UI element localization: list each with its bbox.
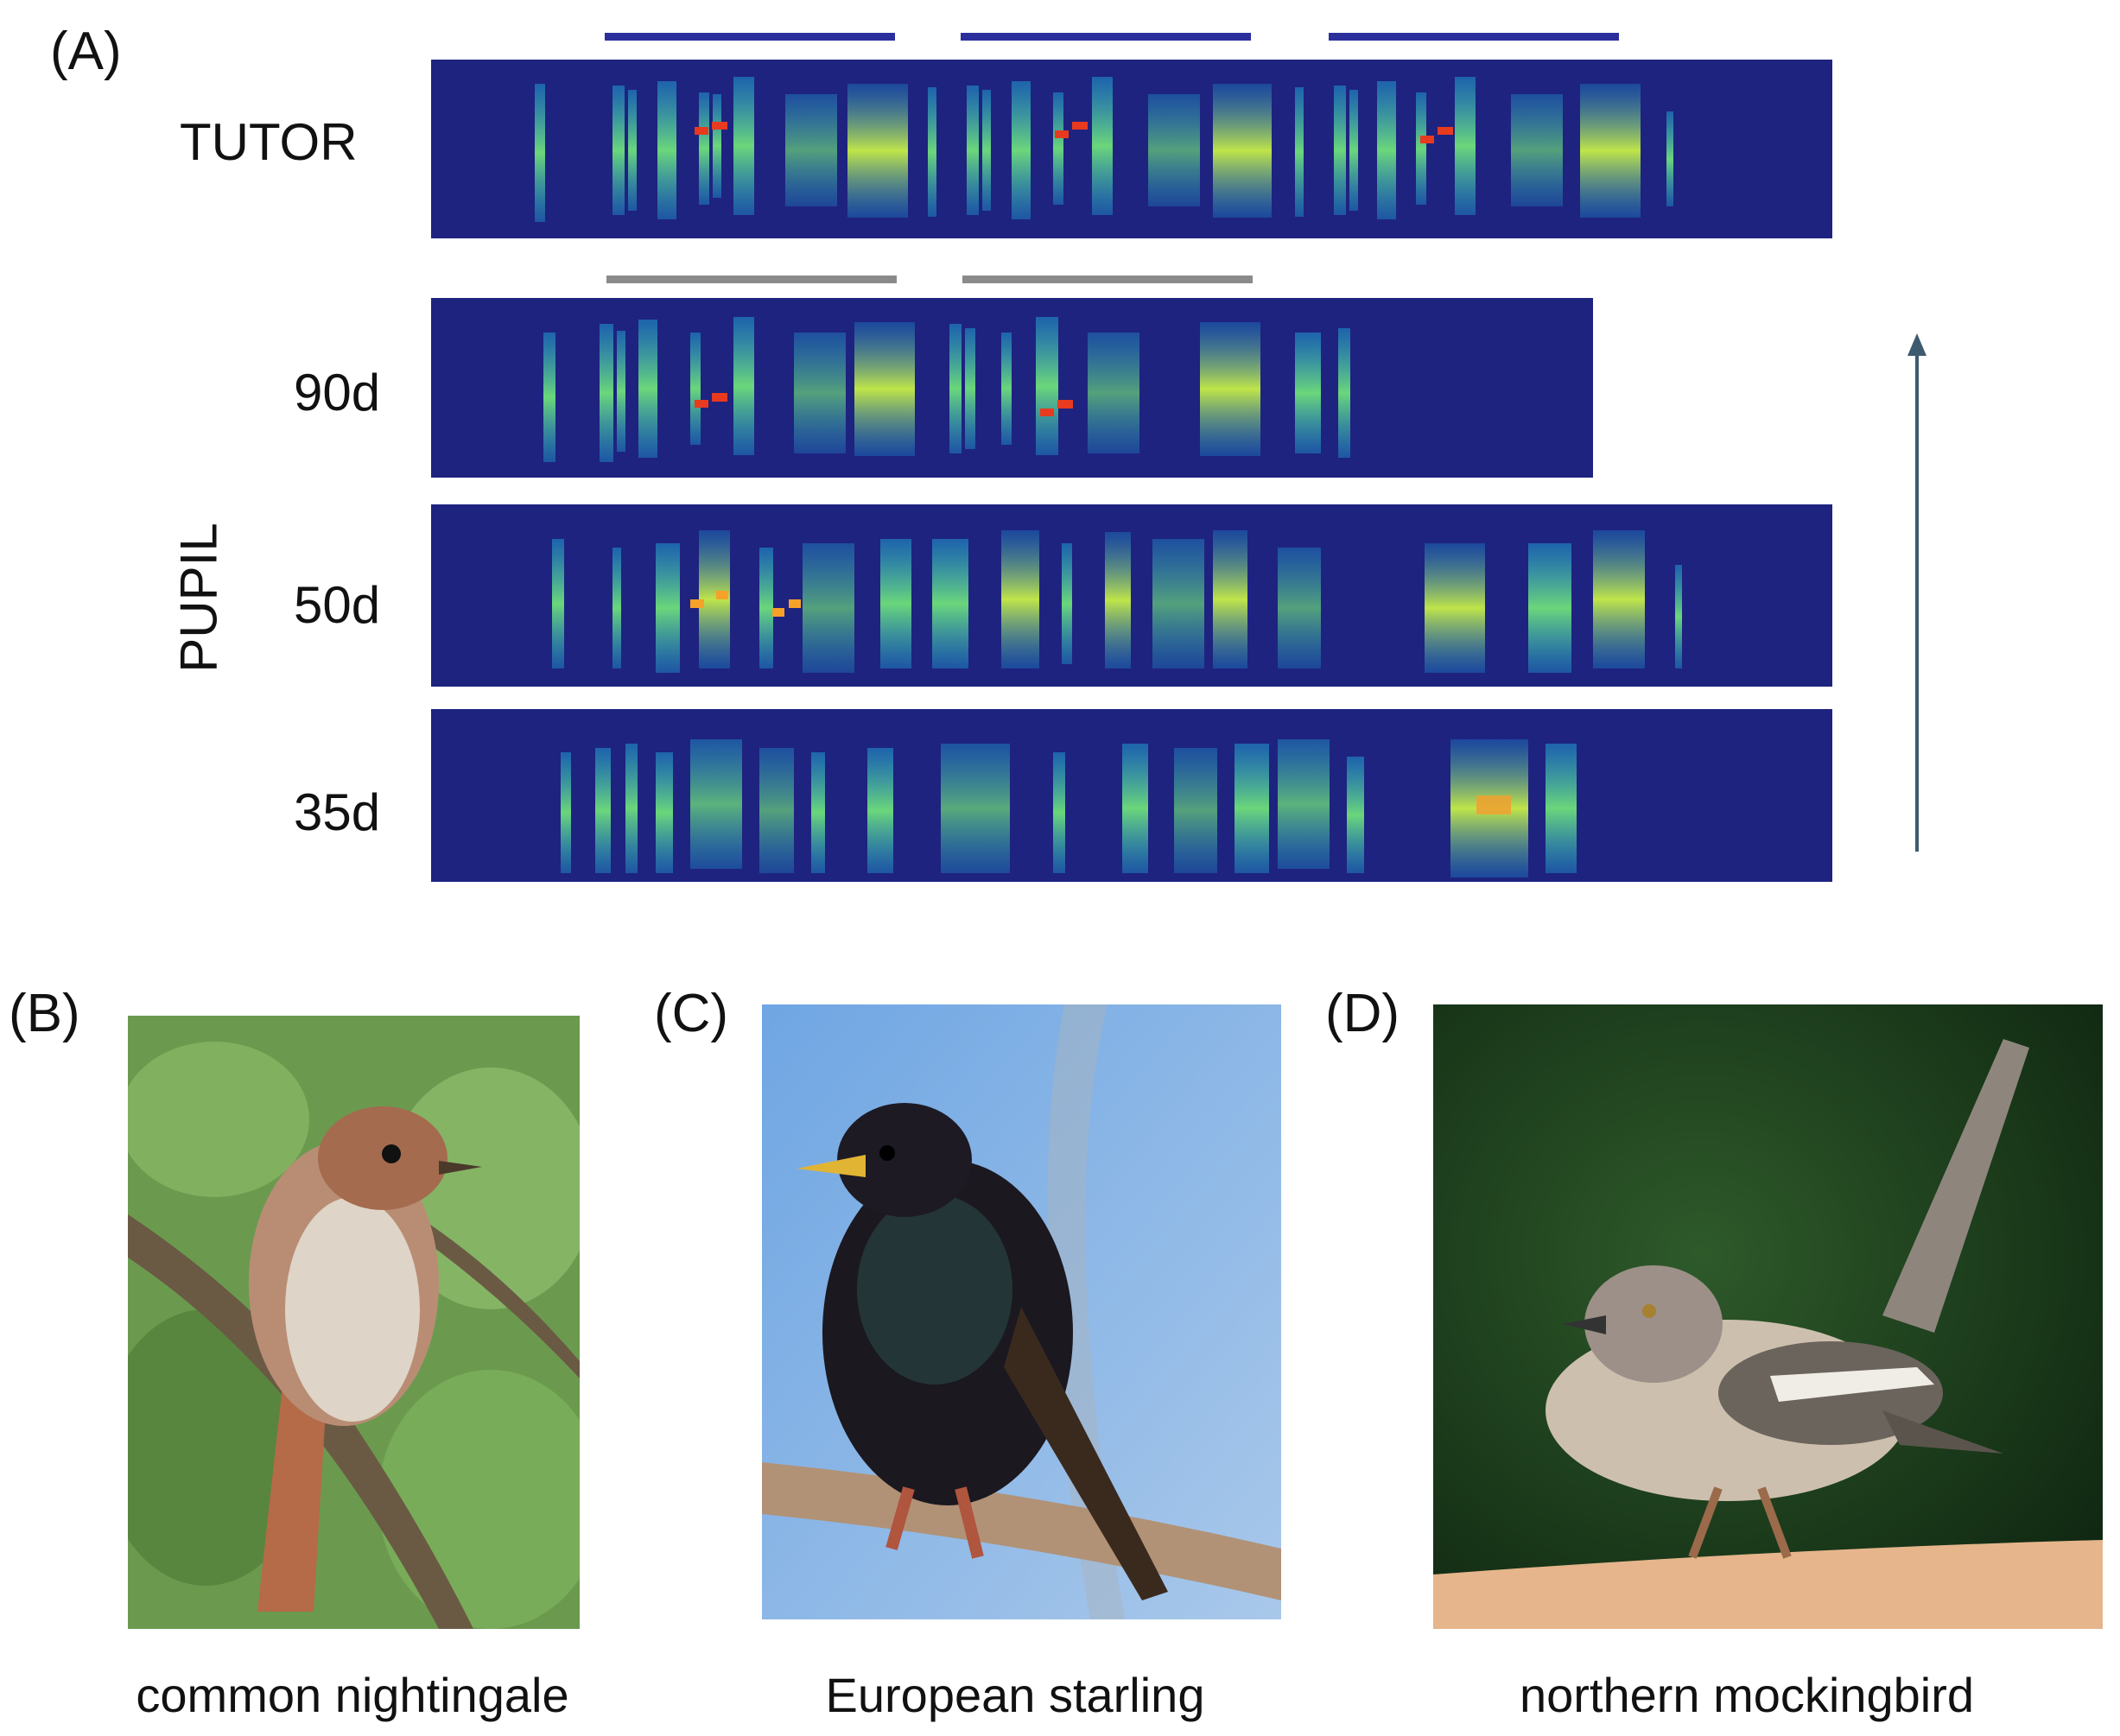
tutor-label: TUTOR <box>180 113 358 171</box>
tutor-motif-bar-3 <box>1329 33 1619 41</box>
panel-d-caption: northern mockingbird <box>1519 1668 1975 1722</box>
pupil-motif-bar-1 <box>606 276 897 283</box>
age-label-35d: 35d <box>294 783 381 841</box>
panel-c-caption: European starling <box>825 1668 1205 1722</box>
panel-c-label: (C) <box>654 984 729 1043</box>
pupil-90d-spectrogram <box>431 298 1593 478</box>
tutor-spectrogram <box>431 60 1832 238</box>
tutor-motif-bar-2 <box>961 33 1251 41</box>
panel-b-caption: common nightingale <box>136 1668 569 1722</box>
pupil-motif-bar-2 <box>962 276 1253 283</box>
pupil-label: PUPIL <box>169 523 228 673</box>
tutor-motif-bar-1 <box>605 33 895 41</box>
pupil-50d-spectrogram <box>431 504 1832 687</box>
panel-d-label: (D) <box>1325 984 1400 1043</box>
age-label-50d: 50d <box>294 576 381 634</box>
nightingale-photo <box>128 1016 580 1629</box>
panel-a-label: (A) <box>50 22 122 81</box>
starling-photo <box>762 1004 1281 1619</box>
panel-b-label: (B) <box>9 984 80 1043</box>
pupil-35d-spectrogram <box>431 709 1832 882</box>
age-label-90d: 90d <box>294 364 381 421</box>
up-arrow-icon <box>1904 333 1930 856</box>
mockingbird-photo <box>1433 1004 2103 1629</box>
